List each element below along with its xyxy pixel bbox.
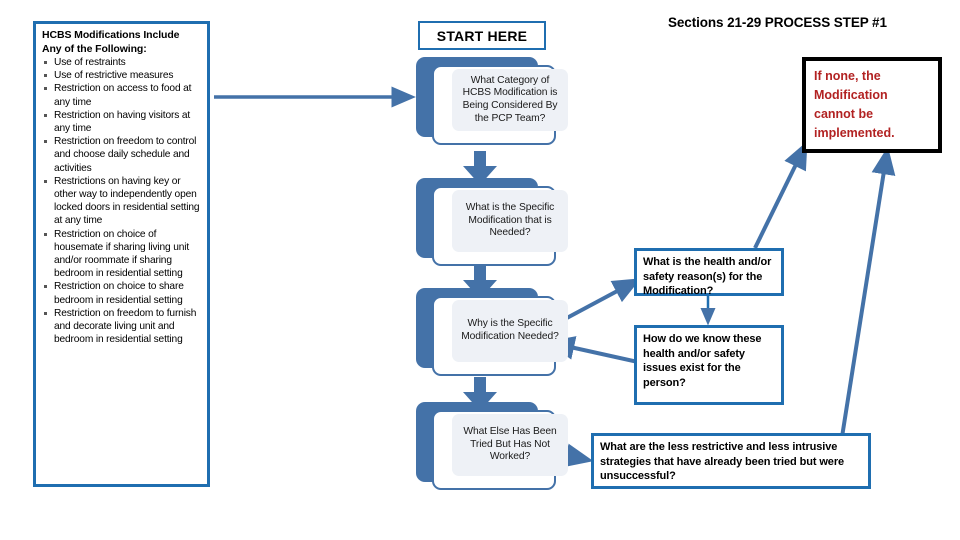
page-title: Sections 21-29 PROCESS STEP #1	[668, 15, 887, 30]
warning-label: If none, the Modification cannot be impl…	[814, 69, 895, 140]
process-box-card: What Category of HCBS Modification is Be…	[432, 65, 568, 145]
process-box-label: What Else Has Been Tried But Has Not Wor…	[463, 426, 557, 463]
criteria-panel-heading: HCBS Modifications Include Any of the Fo…	[42, 29, 180, 55]
start-here-box: START HERE	[418, 21, 546, 50]
criteria-panel: HCBS Modifications Include Any of the Fo…	[33, 21, 210, 487]
side-box-less-restrictive: What are the less restrictive and less i…	[591, 433, 871, 489]
list-item: Restriction on freedom to control and ch…	[42, 135, 201, 175]
process-box-card: What is the Specific Modification that i…	[432, 186, 568, 266]
criteria-list: Use of restraints Use of restrictive mea…	[42, 56, 201, 346]
process-box-why: Why is the Specific Modification Needed?	[416, 288, 568, 376]
warning-box: If none, the Modification cannot be impl…	[802, 57, 942, 153]
side-box-label: What are the less restrictive and less i…	[600, 441, 845, 482]
process-box-label: Why is the Specific Modification Needed?	[461, 318, 559, 342]
list-item: Restriction on choice of housemate if sh…	[42, 228, 201, 281]
process-box-inner: What Category of HCBS Modification is Be…	[452, 69, 568, 131]
process-box-inner: What is the Specific Modification that i…	[452, 190, 568, 252]
start-here-label: START HERE	[436, 27, 528, 44]
list-item: Restriction on having visitors at any ti…	[42, 109, 201, 135]
side-box-label: What is the health and/or safety reason(…	[643, 256, 772, 297]
process-box-card: What Else Has Been Tried But Has Not Wor…	[432, 410, 568, 490]
list-item: Use of restraints	[42, 56, 201, 69]
list-item: Restriction on access to food at any tim…	[42, 82, 201, 108]
process-box-label: What Category of HCBS Modification is Be…	[462, 74, 558, 124]
side-box-label: How do we know these health and/or safet…	[643, 333, 762, 389]
process-box-inner: What Else Has Been Tried But Has Not Wor…	[452, 414, 568, 476]
list-item: Restrictions on having key or other way …	[42, 175, 201, 228]
process-box-card: Why is the Specific Modification Needed?	[432, 296, 568, 376]
process-box-category: What Category of HCBS Modification is Be…	[416, 57, 568, 145]
process-box-whatelse: What Else Has Been Tried But Has Not Wor…	[416, 402, 568, 490]
side-box-how-know: How do we know these health and/or safet…	[634, 325, 784, 405]
list-item: Use of restrictive measures	[42, 69, 201, 82]
process-box-specific: What is the Specific Modification that i…	[416, 178, 568, 266]
arrow-health-reason-to-warning	[753, 140, 808, 249]
arrow-less-restrictive-to-warning	[840, 146, 896, 438]
list-item: Restriction on choice to share bedroom i…	[42, 280, 201, 306]
list-item: Restriction on freedom to furnish and de…	[42, 307, 201, 347]
process-box-inner: Why is the Specific Modification Needed?	[452, 300, 568, 362]
process-box-label: What is the Specific Modification that i…	[465, 202, 555, 239]
side-box-health-reason: What is the health and/or safety reason(…	[634, 248, 784, 297]
